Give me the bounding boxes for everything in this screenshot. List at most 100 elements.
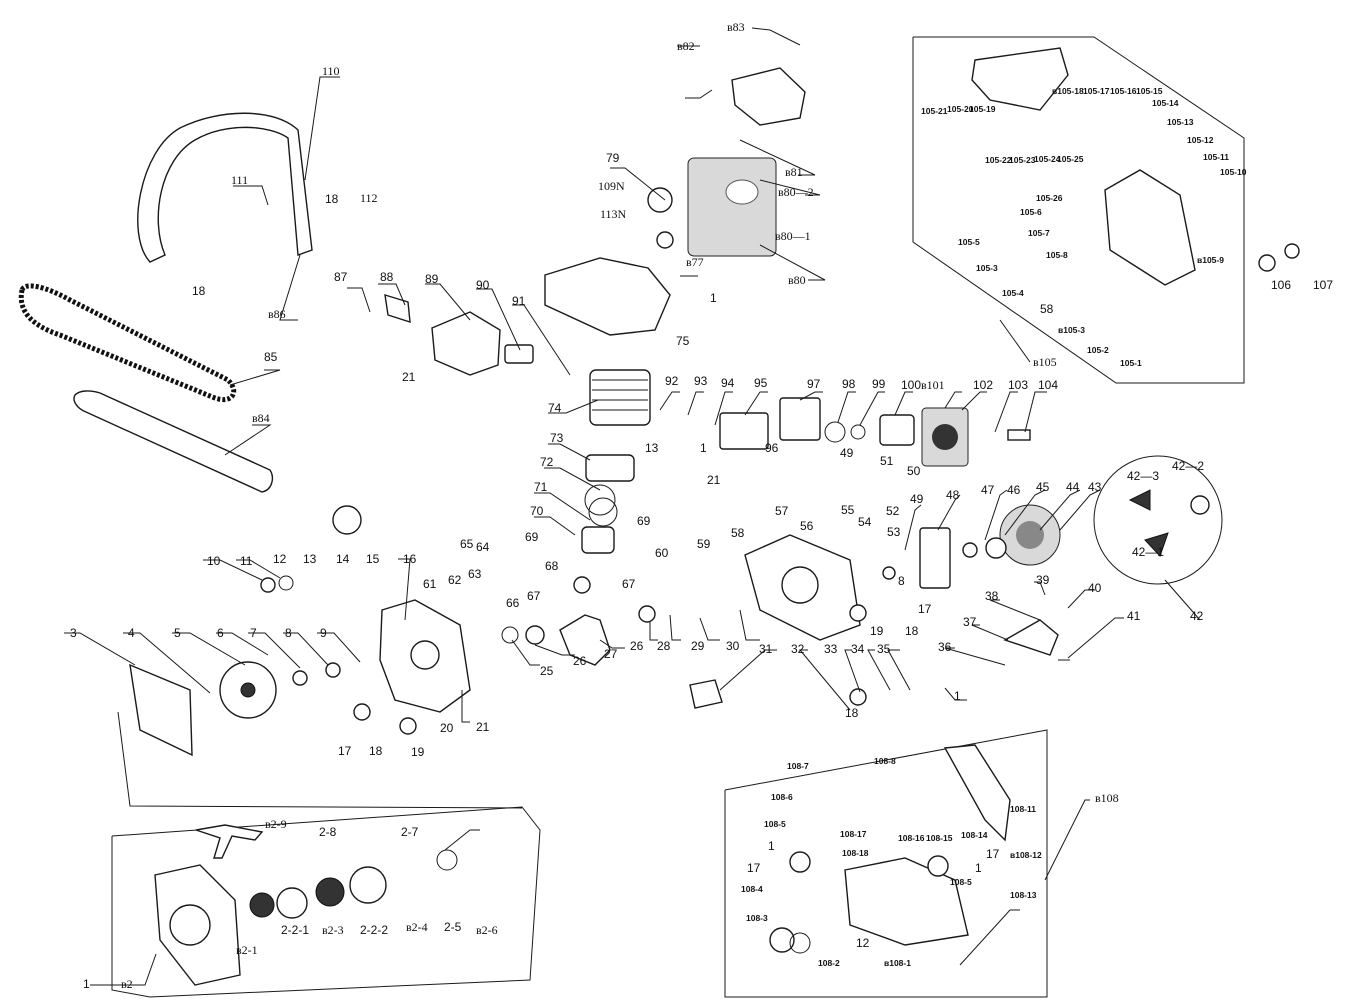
label-108-16: 108-16 [898,833,925,843]
label-33: 33 [824,642,838,656]
fuel-cap-gasket [789,932,811,954]
label-108-4: 108-4 [741,884,763,894]
label-18-a: 18 [325,192,339,206]
label-43: 43 [1088,480,1102,494]
label-105-23: 105-23 [1009,155,1036,165]
parts [18,47,1300,986]
label-84: в84 [252,411,270,425]
label-72: 72 [540,455,554,469]
label-1-g: 1 [975,861,982,875]
label-2: в2 [121,977,133,991]
leader-lines [64,27,1201,986]
starter-handle [195,824,264,859]
label-2-5: 2-5 [444,920,462,934]
label-35: 35 [877,642,891,656]
label-1-b: 1 [710,291,717,305]
label-29: 29 [691,639,705,653]
label-54: 54 [858,515,872,529]
label-19-a: 19 [411,745,425,759]
label-42-2: 42—2 [1172,459,1204,473]
label-73: 73 [550,431,564,445]
label-105-2: 105-2 [1087,345,1109,355]
label-108-5-b: 108-5 [950,877,972,887]
label-17-b: 17 [918,602,932,616]
label-113n: 113N [600,207,627,221]
label-93: 93 [694,374,708,388]
label-57: 57 [775,504,789,518]
label-108-17: 108-17 [840,829,867,839]
label-11: 11 [240,554,253,568]
label-69-a: 69 [637,514,651,528]
label-99: 99 [872,377,886,391]
label-5: 5 [174,626,181,640]
air-filter-opening [725,179,759,205]
label-18-d: 18 [845,706,859,720]
label-6: 6 [217,626,224,640]
label-105-4: 105-4 [1002,288,1024,298]
label-27: 27 [604,647,618,661]
label-94: 94 [721,376,735,390]
label-108-12: в108-12 [1010,850,1042,860]
label-46: 46 [1007,483,1021,497]
label-100: 100 [901,378,921,392]
label-105-18: в105-18 [1052,86,1084,96]
label-17-c: 17 [986,847,1000,861]
label-21-b: 21 [707,473,721,487]
label-42-3: 42—3 [1127,469,1159,483]
label-58-b: 58 [1040,302,1054,316]
label-105-10: 105-10 [1220,167,1247,177]
label-105: в105 [1033,355,1057,369]
label-82: в82 [677,39,695,53]
label-107: 107 [1313,278,1333,292]
label-68: 68 [545,559,559,573]
label-58-a: 58 [731,526,745,540]
label-40: 40 [1088,581,1102,595]
label-105-1: 105-1 [1120,358,1142,368]
air-filter-photo [687,157,777,257]
label-71: 71 [534,480,548,494]
label-103: 103 [1008,378,1028,392]
label-69-b: 69 [525,530,539,544]
label-70: 70 [530,504,544,518]
label-108-18: 108-18 [842,848,869,858]
label-105-21: 105-21 [921,106,948,116]
label-50: 50 [907,464,921,478]
label-20: 20 [440,721,454,735]
label-79: 79 [606,151,620,165]
label-9: 9 [320,626,327,640]
label-38: 38 [985,589,999,603]
label-53: 53 [887,525,901,539]
label-81: в81 [785,165,803,179]
label-14: 14 [336,552,350,566]
label-105-3: 105-3 [976,263,998,273]
label-88: 88 [380,270,394,284]
label-49-a: 49 [840,446,854,460]
label-105-5: 105-5 [958,237,980,247]
label-105-9: в105-9 [1197,255,1224,265]
oil-cap [769,927,795,953]
label-105-22: 105-22 [985,155,1012,165]
label-111: 111 [231,173,248,187]
label-105-3-b: в105-3 [1058,325,1085,335]
label-105-24: 105-24 [1034,154,1061,164]
label-26-a: 26 [573,654,587,668]
label-10: 10 [207,554,221,568]
label-101: в101 [921,378,945,392]
label-2-7: 2-7 [401,825,419,839]
label-105-19: 105-19 [969,104,996,114]
label-112: 112 [360,191,378,205]
handle-cover [943,744,1011,842]
label-89: 89 [425,272,439,286]
label-105-14: 105-14 [1152,98,1179,108]
label-106: 106 [1271,278,1291,292]
label-12-b: 12 [273,552,287,566]
label-108-13: 108-13 [1010,890,1037,900]
label-51: 51 [880,454,894,468]
label-17-d: 17 [747,861,761,875]
label-42-1: 42—1 [1132,545,1164,559]
label-63: 63 [468,567,482,581]
label-109n: 109N [598,179,625,193]
part-number-labels: 110 111 18 112 18 в86 85 в84 в83 в82 79 … [70,20,1333,991]
label-108: в108 [1095,791,1119,805]
